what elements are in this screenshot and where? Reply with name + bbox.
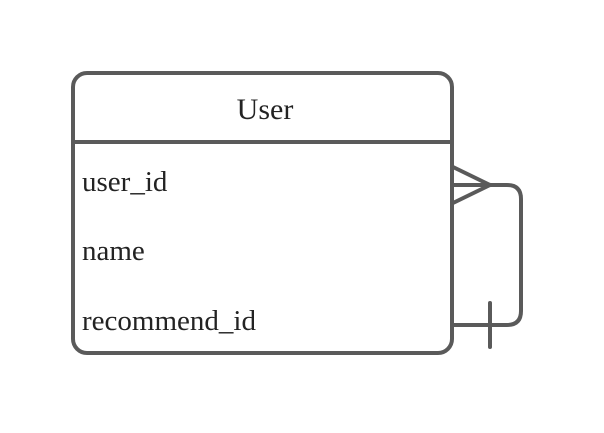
entity-attribute-name: name — [82, 235, 145, 267]
crows-foot-upper-prong — [451, 165, 492, 187]
entity-border — [71, 71, 454, 355]
entity-attribute-recommend-id: recommend_id — [82, 305, 256, 337]
crows-foot-lower-prong — [451, 183, 492, 205]
entity-title: User — [237, 93, 294, 126]
self-relationship-connector[interactable] — [450, 165, 523, 349]
relationship-loop-path — [450, 183, 523, 327]
crows-foot-many-marker — [450, 165, 492, 205]
entity-user[interactable]: User user_id name recommend_id — [71, 71, 454, 355]
entity-attribute-user-id: user_id — [82, 166, 168, 198]
